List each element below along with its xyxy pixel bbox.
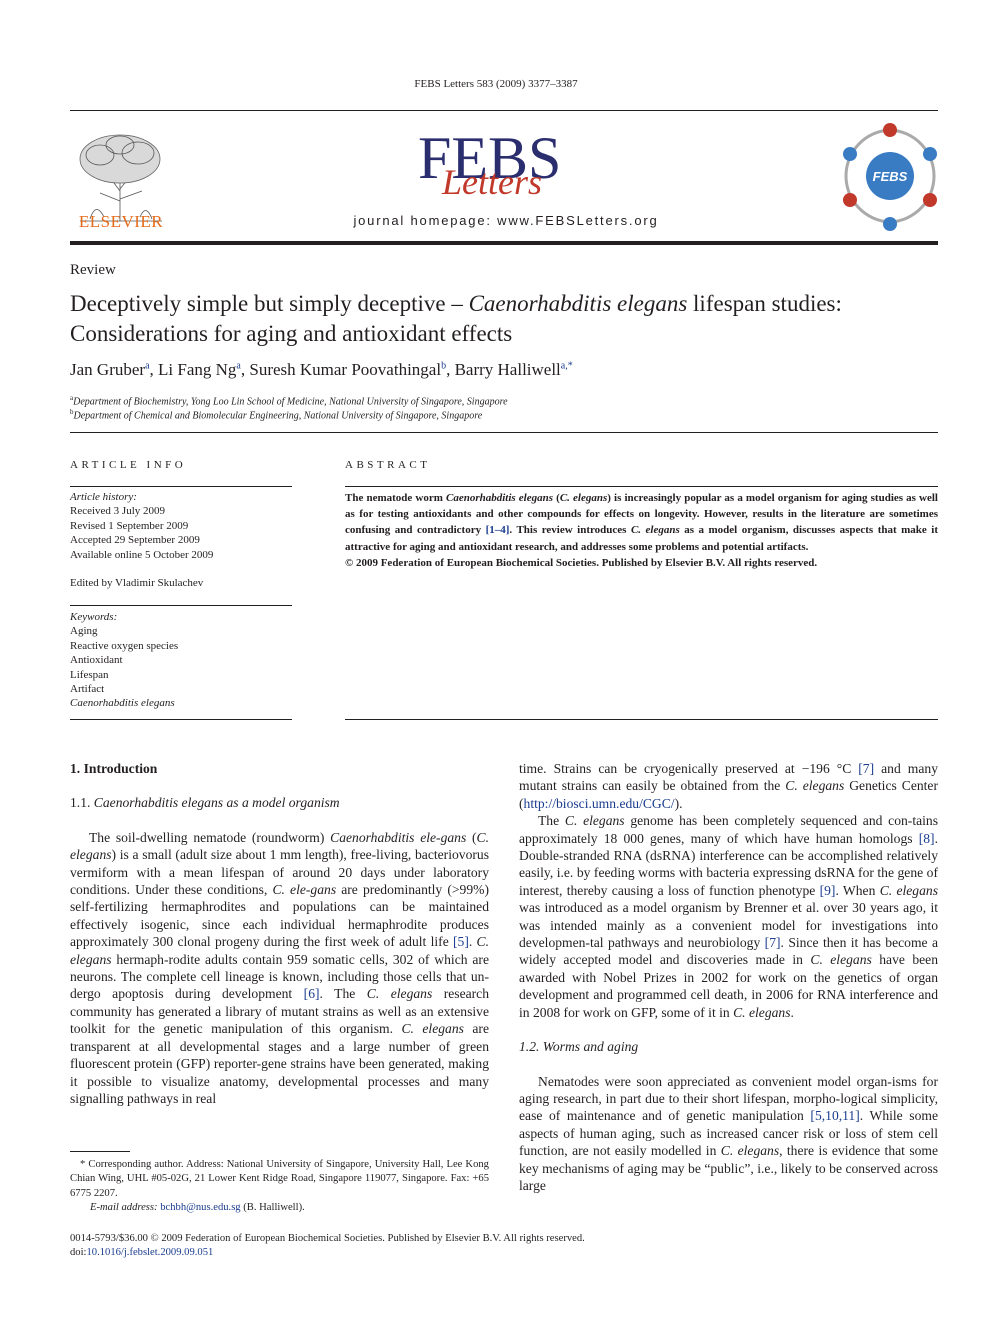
abstract-heading: ABSTRACT	[345, 459, 431, 471]
abstract-end-rule	[345, 719, 938, 720]
citation-link[interactable]: [6]	[303, 986, 320, 1002]
header-thick-rule	[70, 241, 938, 245]
italic-term: C. elegans	[785, 778, 845, 794]
author-name: Suresh Kumar Poovathingal	[249, 360, 442, 379]
paragraph: time. Strains can be cryogenically prese…	[519, 761, 938, 811]
italic-term: C. elegans	[70, 829, 489, 863]
keywords: Keywords: Aging Reactive oxygen species …	[70, 611, 179, 710]
footnote-rule	[70, 1151, 130, 1152]
body-right-column: time. Strains can be cryogenically prese…	[519, 760, 938, 1194]
keyword: Artifact	[70, 683, 105, 696]
affiliation-b: bDepartment of Chemical and Biomolecular…	[70, 408, 483, 422]
abstract-rule	[345, 486, 938, 487]
italic-term: C. elegans	[879, 882, 938, 898]
elsevier-tree-logo	[79, 134, 162, 222]
article-type: Review	[70, 262, 116, 278]
citation-link[interactable]: [5,10,11]	[810, 1108, 860, 1124]
footnote: * Corresponding author. Address: Nationa…	[70, 1159, 489, 1213]
keywords-rule	[70, 605, 292, 606]
article-title: Deceptively simple but simply deceptive …	[70, 291, 842, 346]
history-item: Revised 1 September 2009	[70, 519, 189, 532]
subsection-heading: 1.2. Worms and aging	[519, 1039, 639, 1055]
italic-term: C. elegans	[366, 986, 433, 1002]
letters-script: Letters	[441, 162, 542, 198]
header-rule	[70, 110, 938, 111]
history-item: Accepted 29 September 2009	[70, 534, 200, 547]
febs-letters-logo: FEBS Letters	[418, 128, 561, 198]
paragraph: The C. elegans genome has been completel…	[519, 813, 939, 1020]
italic-term: C. elegans	[564, 813, 625, 829]
keyword: Caenorhabditis elegans	[70, 697, 175, 710]
author-list: Jan Grubera, Li Fang Nga, Suresh Kumar P…	[70, 360, 573, 379]
keyword: Antioxidant	[70, 654, 123, 667]
italic-term: C. elegans	[733, 1004, 791, 1020]
info-rule	[70, 486, 292, 487]
edited-by: Edited by Vladimir Skulachev	[70, 577, 204, 589]
citation-link[interactable]: http://biosci.umn.edu/CGC/	[523, 795, 675, 811]
italic-term: C. ele-gans	[272, 882, 337, 898]
paragraph: Nematodes were soon appreciated as conve…	[519, 1073, 939, 1193]
page-footer: 0014-5793/$36.00 © 2009 Federation of Eu…	[70, 1233, 585, 1258]
italic-term: C. elegans	[810, 952, 872, 968]
journal-reference: FEBS Letters 583 (2009) 3377–3387	[414, 78, 578, 90]
citation-link[interactable]: [9]	[819, 882, 836, 898]
email-link[interactable]: bchbh@nus.edu.sg	[160, 1201, 241, 1213]
body-left-column: 1. Introduction 1.1. Caenorhabditis eleg…	[70, 760, 489, 1107]
italic-term: C. elegans	[70, 934, 490, 967]
citation-link[interactable]: [5]	[453, 934, 469, 950]
author-name: Jan Gruber	[70, 360, 146, 379]
section-heading: 1. Introduction	[70, 761, 158, 776]
history-item: Available online 5 October 2009	[70, 548, 214, 561]
doi-link[interactable]: 10.1016/j.febslet.2009.09.051	[86, 1247, 214, 1258]
citation-link[interactable]: [8]	[918, 830, 935, 846]
citation-link[interactable]: [7]	[858, 761, 875, 776]
italic-term: C. elegans	[401, 1021, 464, 1037]
keyword: Lifespan	[70, 668, 109, 681]
paragraph: The soil-dwelling nematode (roundworm) C…	[70, 829, 490, 1106]
author-name: Li Fang Ng	[158, 360, 237, 379]
journal-homepage[interactable]: journal homepage: www.FEBSLetters.org	[353, 213, 659, 228]
copyright: © 2009 Federation of European Biochemica…	[345, 556, 818, 569]
affiliation-a: aDepartment of Biochemistry, Yong Loo Li…	[70, 394, 508, 408]
article-info-heading: ARTICLE INFO	[70, 459, 187, 471]
citation-link[interactable]: [1–4]	[485, 524, 510, 537]
keyword: Reactive oxygen species	[70, 639, 179, 652]
italic-term: Caenorhabditis ele-gans	[330, 829, 467, 845]
italic-term: C. elegans	[720, 1143, 780, 1159]
article-history: Article history: Received 3 July 2009 Re…	[70, 491, 214, 561]
title-rule	[70, 432, 938, 433]
febs-badge-text: FEBS	[873, 169, 908, 184]
elsevier-wordmark: ELSEVIER	[78, 212, 164, 231]
abstract-text: The nematode worm Caenorhabditis elegans…	[345, 492, 938, 569]
febs-society-logo: FEBS	[843, 123, 937, 231]
author-name: Barry Halliwell	[454, 360, 561, 379]
subsection-heading: 1.1. Caenorhabditis elegans as a model o…	[70, 795, 340, 811]
citation-link[interactable]: [7]	[764, 935, 781, 951]
history-item: Received 3 July 2009	[70, 505, 166, 518]
keyword: Aging	[70, 625, 98, 638]
info-end-rule	[70, 719, 292, 720]
febs-wordmark: FEBS	[418, 128, 561, 191]
